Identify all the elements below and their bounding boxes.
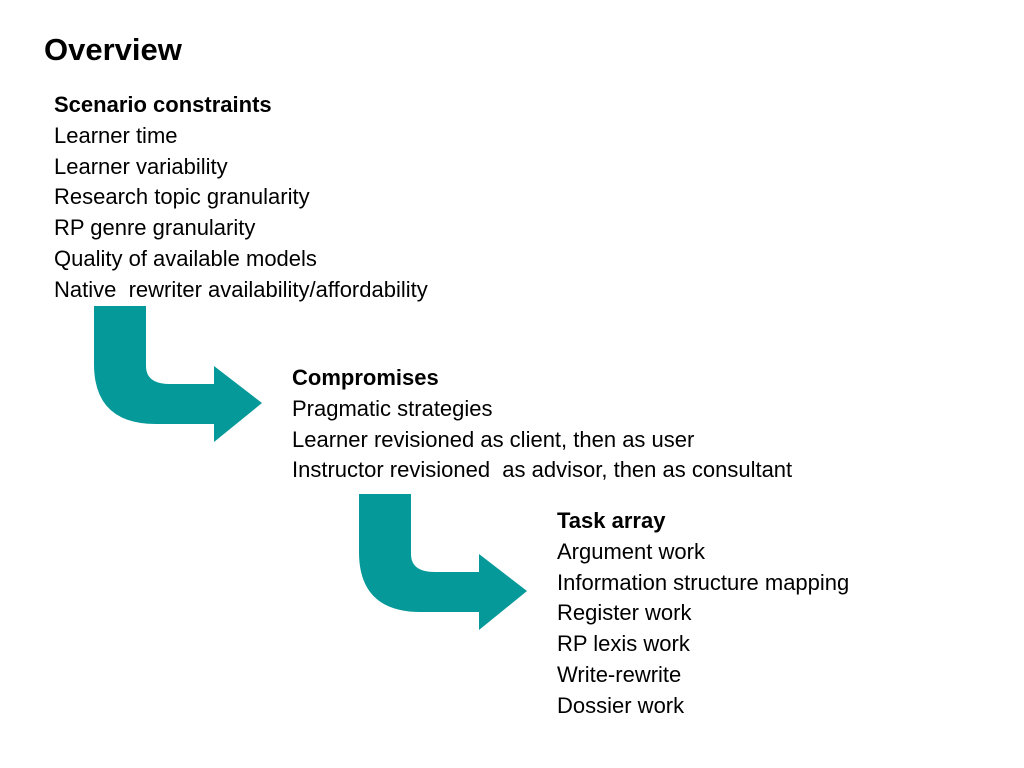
scenario-constraints-heading: Scenario constraints	[54, 92, 272, 117]
curved-arrow-icon	[359, 494, 527, 630]
list-item: RP genre granularity	[54, 215, 256, 241]
task-array-heading: Task array	[557, 508, 666, 533]
list-item: Learner revisioned as client, then as us…	[292, 426, 695, 452]
task-array-block: Task array Argument work Information str…	[557, 506, 849, 722]
list-item: Instructor revisioned as advisor, then a…	[292, 457, 793, 483]
list-item: Research topic granularity	[54, 184, 310, 210]
list-item: Dossier work	[557, 692, 685, 718]
curved-arrow-icon	[94, 306, 262, 442]
slide-title: Overview	[44, 32, 182, 67]
list-item: Learner time	[54, 122, 178, 148]
list-item: RP lexis work	[557, 631, 690, 657]
scenario-constraints-block: Scenario constraints Learner time Learne…	[54, 90, 428, 306]
list-item: Learner variability	[54, 153, 228, 179]
compromises-block: Compromises Pragmatic strategies Learner…	[292, 363, 792, 486]
list-item: Register work	[557, 600, 692, 626]
list-item: Native rewriter availability/affordabili…	[54, 276, 428, 302]
list-item: Information structure mapping	[557, 569, 850, 595]
compromises-heading: Compromises	[292, 365, 439, 390]
list-item: Write-rewrite	[557, 661, 682, 687]
list-item: Quality of available models	[54, 245, 317, 271]
list-item: Pragmatic strategies	[292, 395, 493, 421]
list-item: Argument work	[557, 538, 705, 564]
